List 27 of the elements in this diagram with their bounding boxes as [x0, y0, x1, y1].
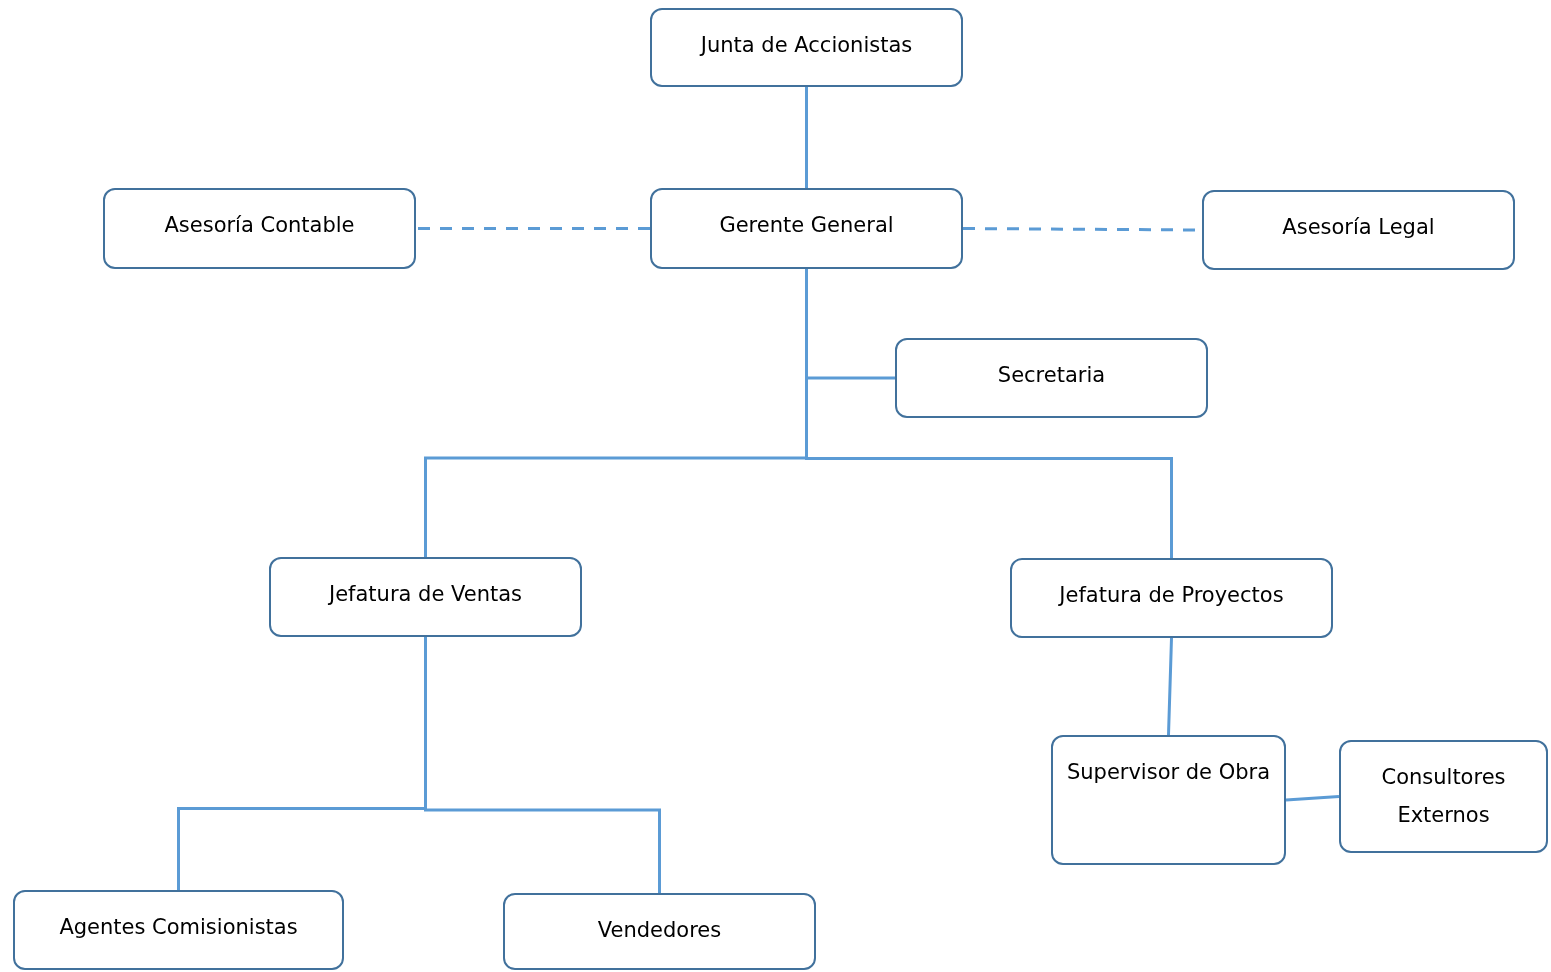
connector-line	[1285, 795, 1340, 802]
connector-line	[424, 637, 661, 893]
org-box	[1010, 558, 1333, 638]
org-box	[1051, 735, 1286, 865]
box-label: Supervisor de Obra	[1066, 759, 1271, 786]
box-label: Vendedores	[597, 917, 722, 944]
org-box	[103, 188, 416, 269]
org-box	[650, 8, 963, 87]
org-box	[1202, 190, 1515, 270]
box-label: Gerente General	[719, 212, 894, 239]
org-box	[269, 557, 582, 637]
org-box	[503, 893, 816, 970]
box-label: Secretaria	[997, 362, 1106, 389]
box-label: Asesoría Contable	[164, 212, 355, 239]
box-label: Jefatura de Ventas	[329, 581, 522, 608]
connector-line	[805, 87, 808, 188]
box-label: Jefatura de Proyectos	[1059, 582, 1284, 609]
box-label: Asesoría Legal	[1282, 214, 1435, 241]
org-box	[895, 338, 1208, 418]
org-box	[13, 890, 344, 970]
box-label: Agentes Comisionistas	[59, 914, 298, 941]
org-box	[1339, 740, 1548, 853]
dashed-connector	[416, 227, 650, 230]
box-label: Junta de Accionistas	[700, 32, 913, 59]
box-label: Consultores Externos	[1380, 764, 1507, 829]
connector-line	[1167, 637, 1173, 736]
org-box	[650, 188, 963, 269]
